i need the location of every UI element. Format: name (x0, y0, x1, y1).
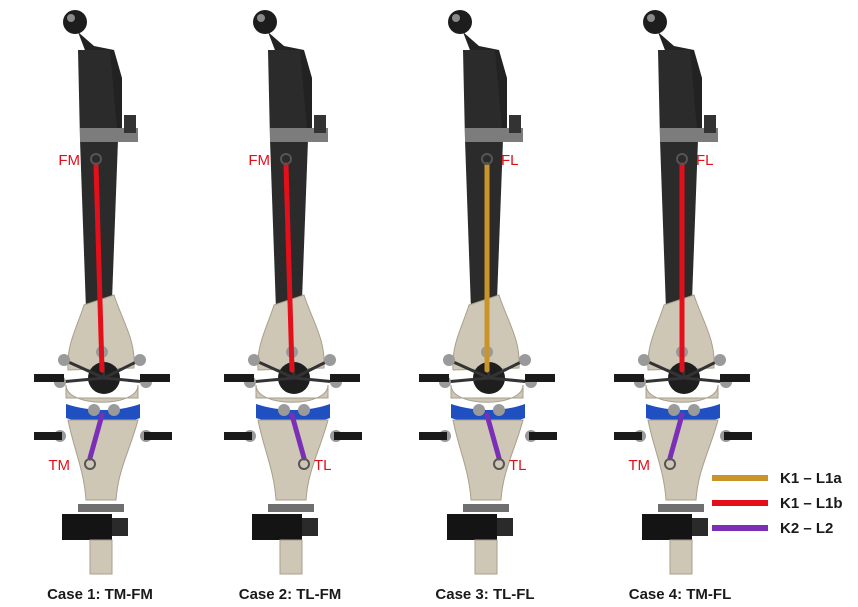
tibia-left-bar (34, 432, 62, 440)
tibial-clamp-screw (692, 518, 708, 536)
tibial-post (89, 539, 113, 575)
tibial-attachment-label: TL (314, 457, 332, 474)
femoral-condyles (255, 384, 329, 403)
tibial-clamp-plate (658, 504, 704, 512)
tibial-hook-icon (493, 458, 505, 470)
case-caption: Case 4: TM-FL (629, 586, 732, 603)
tibia (647, 419, 719, 501)
case-panel-1: FM TM Case 1: TM-FM (34, 10, 172, 603)
tibial-clamp-plate (78, 504, 124, 512)
tibial-clamp-block (642, 514, 692, 540)
tibial-clamp-plate (463, 504, 509, 512)
tibia-right-bar (529, 432, 557, 440)
femoral-condyles (645, 384, 719, 403)
upper-ligament (93, 162, 105, 373)
right-fixator-bar (720, 374, 750, 382)
tibia-right-bar (334, 432, 362, 440)
ball-joint (63, 10, 87, 34)
clamp-screw (314, 115, 326, 133)
clamp-screw (124, 115, 136, 133)
femoral-attachment-label: FL (501, 152, 519, 169)
tibial-attachment-label: TM (48, 457, 70, 474)
case-panel-2: FM TL Case 2: TL-FM (224, 10, 362, 603)
case-panel-3: FL TL Case 3: TL-FL (419, 10, 557, 603)
tibial-clamp-screw (302, 518, 318, 536)
femur-shaft (658, 50, 698, 310)
tibial-clamp-screw (112, 518, 128, 536)
left-fixator-bar (419, 374, 449, 382)
lower-ligament (484, 412, 502, 461)
left-fixator-bar (34, 374, 64, 382)
tibia-right-bar (724, 432, 752, 440)
femoral-attachment-label: FL (696, 152, 714, 169)
tibial-attachment-label: TL (509, 457, 527, 474)
case-caption: Case 1: TM-FM (47, 586, 153, 603)
clamp-screw (704, 115, 716, 133)
tibial-attachment-label: TM (628, 457, 650, 474)
tibia-left-bar (224, 432, 252, 440)
lower-ligament (289, 412, 307, 461)
tibia (452, 419, 524, 501)
tibial-hook-icon (298, 458, 310, 470)
tibia (67, 419, 139, 501)
clamp-screw (509, 115, 521, 133)
legend: K1 – L1a K1 – L1b K2 – L2 (712, 470, 843, 537)
tibia-right-bar (144, 432, 172, 440)
femoral-hook-icon (280, 153, 292, 165)
right-fixator-bar (525, 374, 555, 382)
left-fixator-bar (224, 374, 254, 382)
tibia-left-bar (419, 432, 447, 440)
right-fixator-bar (140, 374, 170, 382)
femoral-clamp (270, 128, 328, 142)
case-caption: Case 3: TL-FL (435, 586, 534, 603)
femoral-condyles (450, 384, 524, 403)
tibial-post (474, 539, 498, 575)
ball-highlight (67, 14, 75, 22)
tibial-post (669, 539, 693, 575)
case-panel-4: FL TM Case 4: TM-FL (614, 10, 752, 603)
tibial-clamp-block (252, 514, 302, 540)
upper-ligament (283, 162, 295, 373)
femoral-hook-icon (481, 153, 493, 165)
tibia (257, 419, 329, 501)
knee-marker-cluster (634, 346, 732, 394)
ball-highlight (257, 14, 265, 22)
legend-label-k1_l1a: K1 – L1a (780, 470, 842, 487)
femoral-hook-icon (90, 153, 102, 165)
tibial-clamp-screw (497, 518, 513, 536)
legend-label-k2_l2: K2 – L2 (780, 520, 833, 537)
femoral-condyles (65, 384, 139, 403)
ball-joint (448, 10, 472, 34)
femur-shaft (463, 50, 503, 310)
tibial-post (279, 539, 303, 575)
knee-marker-cluster (54, 346, 152, 394)
lower-ligament (667, 412, 685, 461)
ball-highlight (647, 14, 655, 22)
lower-ligament (87, 412, 105, 461)
femoral-attachment-label: FM (248, 152, 270, 169)
femoral-clamp (465, 128, 523, 142)
legend-label-k1_l1b: K1 – L1b (780, 495, 843, 512)
tibial-clamp-plate (268, 504, 314, 512)
ball-joint (253, 10, 277, 34)
case-caption: Case 2: TL-FM (239, 586, 342, 603)
femoral-clamp (660, 128, 718, 142)
ball-highlight (452, 14, 460, 22)
tibial-hook-icon (84, 458, 96, 470)
femoral-attachment-label: FM (58, 152, 80, 169)
right-fixator-bar (330, 374, 360, 382)
femoral-clamp (80, 128, 138, 142)
tibial-clamp-block (62, 514, 112, 540)
tibial-hook-icon (664, 458, 676, 470)
ball-joint (643, 10, 667, 34)
tibia-left-bar (614, 432, 642, 440)
femoral-hook-icon (676, 153, 688, 165)
left-fixator-bar (614, 374, 644, 382)
tibial-clamp-block (447, 514, 497, 540)
